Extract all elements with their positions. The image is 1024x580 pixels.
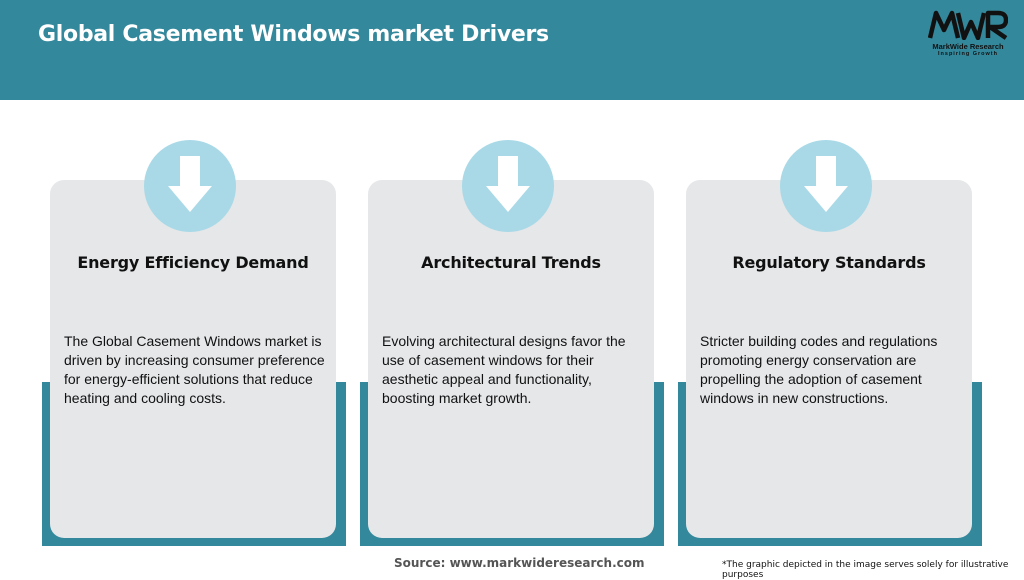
logo-name: MarkWide Research xyxy=(932,42,1004,51)
arrow-down-icon xyxy=(780,140,872,232)
card-title: Energy Efficiency Demand xyxy=(77,253,309,272)
card-text: Evolving architectural designs favor the… xyxy=(382,333,626,406)
driver-card-energy-efficiency: Energy Efficiency Demand The Global Case… xyxy=(42,140,346,548)
page-title: Global Casement Windows market Drivers xyxy=(38,22,549,47)
company-logo: MarkWide Research Inspiring Growth xyxy=(920,10,1016,58)
arrow-down-icon xyxy=(144,140,236,232)
card-panel xyxy=(50,180,336,538)
card-panel xyxy=(368,180,654,538)
driver-card-architectural-trends: Architectural Trends Evolving architectu… xyxy=(360,140,664,548)
disclaimer-note: *The graphic depicted in the image serve… xyxy=(722,560,1009,580)
card-panel xyxy=(686,180,972,538)
logo-tagline: Inspiring Growth xyxy=(938,51,998,57)
card-text: Stricter building codes and regulations … xyxy=(700,333,938,406)
header-banner: Global Casement Windows market Drivers M… xyxy=(0,0,1024,100)
arrow-down-icon xyxy=(462,140,554,232)
mwr-logo-icon xyxy=(928,10,1008,40)
driver-card-regulatory-standards: Regulatory Standards Stricter building c… xyxy=(678,140,982,548)
card-text: The Global Casement Windows market is dr… xyxy=(64,333,325,406)
card-title: Regulatory Standards xyxy=(732,253,926,272)
source-credit: Source: www.markwideresearch.com xyxy=(394,556,645,570)
card-title: Architectural Trends xyxy=(421,253,601,272)
